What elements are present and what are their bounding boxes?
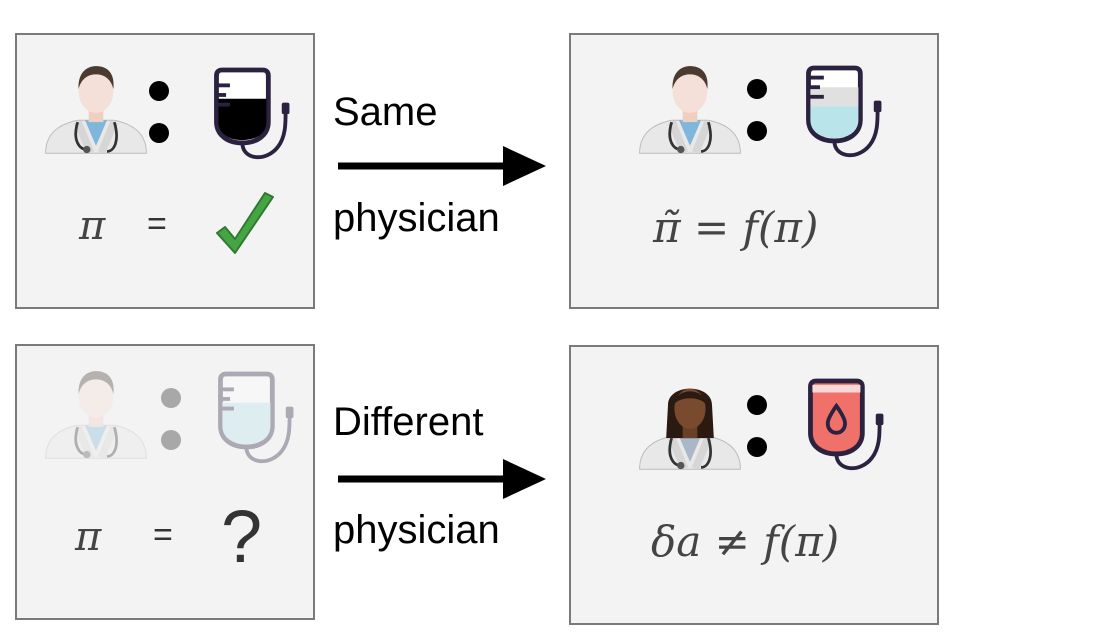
arrow-label-same: Same: [333, 90, 438, 134]
iv-bag-faded-icon: [218, 371, 294, 464]
blood-bag-icon: [808, 378, 884, 471]
formula-pi-tilde-equals-f-pi: π̃ = f(π): [653, 203, 819, 252]
physician-female-icon: [638, 387, 742, 471]
iv-bag-icon: [207, 70, 297, 166]
arrow-right-icon: [338, 146, 546, 186]
panel-same-physician-source: π =: [15, 33, 315, 309]
checkmark-icon: [216, 192, 274, 254]
colon-icon: [149, 81, 169, 143]
panel-same-physician-target: π̃ = f(π): [569, 33, 939, 309]
formula-equals: =: [153, 516, 173, 554]
arrow-label-physician-top: physician: [333, 196, 500, 240]
panel-different-physician-source: π = ?: [15, 344, 315, 620]
formula-pi: π: [75, 514, 102, 560]
panel-different-physician-target: δa ≠ f(π): [569, 345, 939, 625]
colon-faded-icon: [161, 388, 181, 450]
question-mark: ?: [221, 495, 263, 578]
physician-male-faded-icon: [44, 369, 148, 460]
formula-equals: =: [147, 205, 167, 243]
colon-icon: [747, 395, 767, 457]
arrow-right-icon: [338, 459, 546, 499]
physician-male-icon: [638, 64, 742, 155]
arrow-label-physician-bottom: physician: [333, 508, 500, 552]
formula-pi: π: [79, 203, 106, 249]
iv-bag-icon: [806, 65, 882, 158]
formula-delta-a-not-equal-f-pi: δa ≠ f(π): [651, 517, 840, 566]
colon-icon: [747, 79, 767, 141]
arrow-label-different: Different: [333, 400, 484, 444]
physician-male-icon: [44, 64, 148, 155]
